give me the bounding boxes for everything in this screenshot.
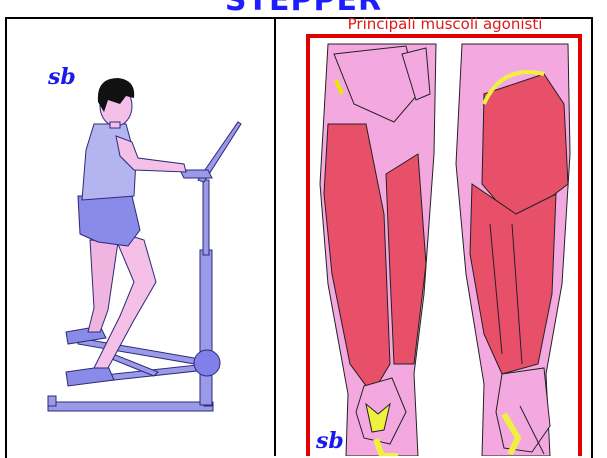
muscle-illustration: sb [306, 34, 584, 456]
machine-column [200, 250, 212, 405]
column-divider [274, 17, 276, 456]
right-shoe [66, 366, 114, 386]
machine-flywheel [194, 350, 220, 376]
shorts [78, 196, 140, 246]
page-title: STEPPER [0, 0, 607, 16]
sb-logo-muscles: sb [315, 428, 344, 454]
back-leg [88, 240, 118, 332]
machine-base [48, 402, 213, 411]
muscle-caption: Principali muscoli agonisti [310, 15, 580, 33]
sb-logo: sb [47, 64, 76, 90]
stepper-illustration: sb [8, 20, 272, 456]
